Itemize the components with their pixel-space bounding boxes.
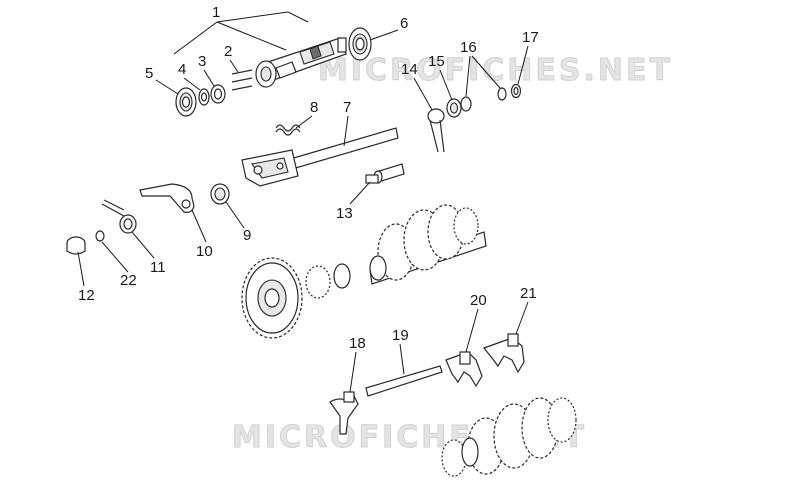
callout-16: 16 <box>460 39 477 56</box>
callout-4: 4 <box>178 61 186 78</box>
callout-12: 12 <box>78 287 95 304</box>
pin-part-13 <box>365 163 405 184</box>
spring-part-8 <box>275 124 301 136</box>
callout-10: 10 <box>196 243 213 260</box>
bush-part-9 <box>210 183 230 205</box>
callout-7: 7 <box>343 99 351 116</box>
callouts: 1 2 3 4 5 6 7 8 9 10 11 12 13 14 15 16 <box>77 4 539 393</box>
callout-15: 15 <box>428 53 445 70</box>
bearing-part-5 <box>175 87 197 117</box>
fork-part-20 <box>445 351 483 388</box>
callout-6: 6 <box>400 15 408 32</box>
bush-part-12 <box>66 236 86 255</box>
callout-22: 22 <box>120 272 137 289</box>
callout-2: 2 <box>224 43 232 60</box>
circlip-part-17 <box>510 83 522 99</box>
spring-part-11 <box>101 199 137 234</box>
spring-part-14 <box>427 108 445 153</box>
selector-drum-part-1 <box>255 37 347 88</box>
callout-13: 13 <box>336 205 353 222</box>
callout-20: 20 <box>470 292 487 309</box>
callout-3: 3 <box>198 53 206 70</box>
lever-part-10 <box>139 183 195 213</box>
fork-part-18 <box>329 391 359 435</box>
pins-part-2 <box>231 69 253 91</box>
callout-17: 17 <box>522 29 539 46</box>
callout-9: 9 <box>243 227 251 244</box>
callout-21: 21 <box>520 285 537 302</box>
callout-11: 11 <box>150 259 166 276</box>
washer-part-3 <box>210 84 226 104</box>
primary-gear <box>241 257 351 339</box>
callout-5: 5 <box>145 65 153 82</box>
fork-part-21 <box>483 333 525 374</box>
washer-part-4 <box>198 88 210 106</box>
callout-1: 1 <box>212 4 220 21</box>
bearing-part-6 <box>348 27 372 61</box>
bush-part-15 <box>446 96 472 118</box>
clip-part-22 <box>95 230 105 242</box>
lower-gear-cluster <box>441 397 577 477</box>
callout-18: 18 <box>349 335 366 352</box>
callout-19: 19 <box>392 327 409 344</box>
fork-rod-part-19 <box>365 365 443 397</box>
washer-part-16 <box>497 87 507 101</box>
callout-14: 14 <box>401 61 418 78</box>
upper-gear-cluster <box>369 204 487 285</box>
callout-8: 8 <box>310 99 318 116</box>
watermark-top: MICROFICHES.NET <box>318 53 673 88</box>
gearshift-shaft-part-7 <box>241 127 399 187</box>
